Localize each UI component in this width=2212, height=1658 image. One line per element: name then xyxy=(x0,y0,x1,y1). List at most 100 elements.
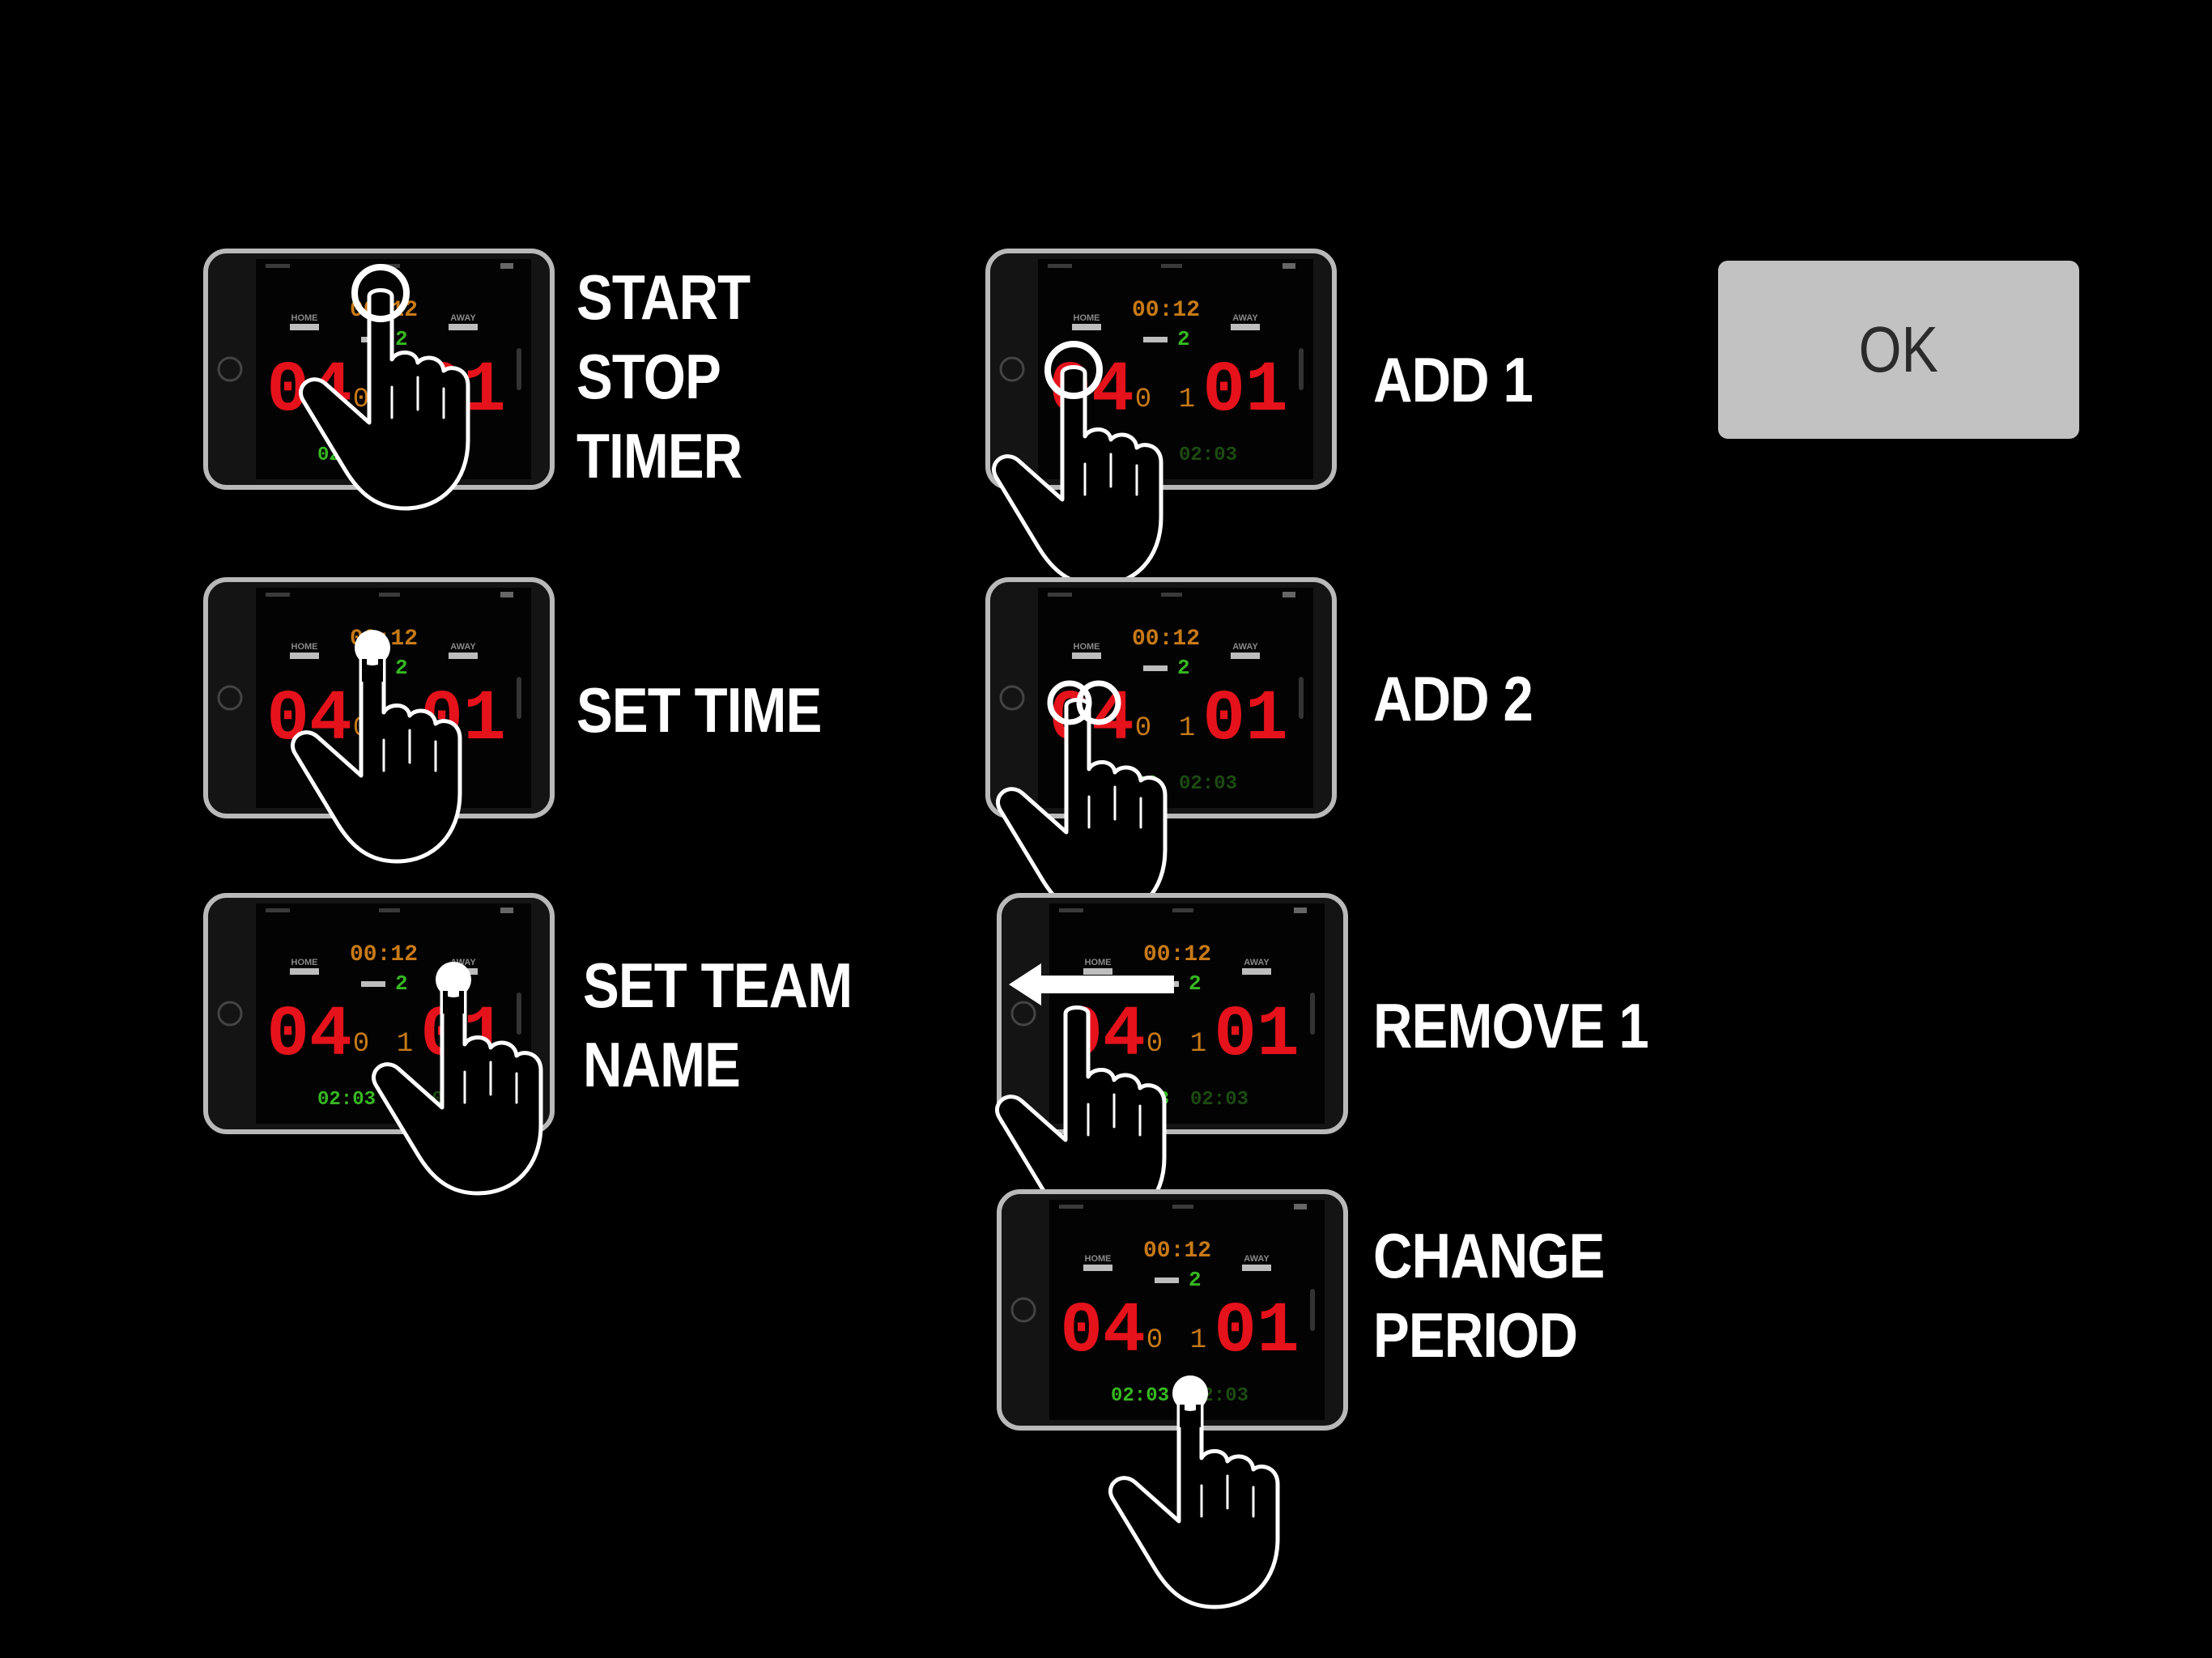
label-line: ADD 2 xyxy=(1373,663,1534,734)
home-button-icon xyxy=(217,1001,243,1027)
home-tag xyxy=(290,968,319,975)
battery-icon xyxy=(500,592,513,597)
hand-shape xyxy=(995,1005,1167,1228)
away-label: AWAY xyxy=(1232,642,1258,652)
finger-outline xyxy=(362,659,383,682)
label-line: REMOVE 1 xyxy=(1373,990,1649,1061)
status-clock xyxy=(1161,264,1182,268)
home-fouls: 0 xyxy=(1135,385,1151,415)
label-line: TIMER xyxy=(576,420,742,491)
finger-seams xyxy=(382,729,437,772)
away-tag xyxy=(1231,653,1260,659)
label-set-time: SET TIME xyxy=(576,670,822,750)
status-clock xyxy=(1161,593,1182,597)
battery-icon xyxy=(500,908,513,913)
label-line: ADD 1 xyxy=(1373,344,1534,415)
away-score: 01 xyxy=(1202,351,1288,432)
away-tag xyxy=(449,324,478,330)
period-display: 2 xyxy=(1177,327,1190,351)
battery-icon xyxy=(1294,1204,1307,1209)
speaker-grille xyxy=(1299,677,1304,719)
home-tag xyxy=(290,653,319,659)
touch-point-icon xyxy=(1172,1375,1208,1411)
label-start-stop-timer: START STOP TIMER xyxy=(576,257,751,495)
away-fouls: 1 xyxy=(1190,1029,1206,1060)
finger-outline xyxy=(1180,1405,1201,1427)
status-clock xyxy=(1172,908,1193,912)
label-line: SET TIME xyxy=(576,674,822,746)
home-fouls: 0 xyxy=(1146,1029,1163,1060)
timer-display: 00:12 xyxy=(1132,298,1200,323)
ok-button-label: OK xyxy=(1858,313,1939,385)
touch-point-icon xyxy=(436,962,471,997)
label-add-2: ADD 2 xyxy=(1373,659,1534,738)
home-label: HOME xyxy=(1074,642,1100,652)
label-line: NAME xyxy=(583,1029,741,1100)
period-tag xyxy=(1143,337,1168,342)
tap-ring-icon xyxy=(1076,680,1121,725)
battery-icon xyxy=(500,263,513,269)
shot-clock-right: 02:03 xyxy=(1179,444,1237,466)
shot-clock-right: 02:03 xyxy=(1179,773,1237,795)
away-fouls: 1 xyxy=(1190,1325,1206,1356)
status-clock xyxy=(379,908,400,912)
tap-ring-icon xyxy=(1047,680,1092,725)
home-button-icon xyxy=(217,356,243,382)
pointing-hand-icon xyxy=(995,963,1174,1228)
swipe-left-arrow-icon xyxy=(1009,963,1041,1005)
home-tag xyxy=(290,324,319,330)
away-tag xyxy=(1242,968,1271,975)
timer-display: 00:12 xyxy=(1143,1239,1211,1264)
home-label: HOME xyxy=(1074,313,1100,323)
away-fouls: 1 xyxy=(397,1029,413,1060)
period-tag xyxy=(361,981,385,987)
speaker-grille xyxy=(1299,348,1304,390)
finger-seams xyxy=(1087,1093,1142,1137)
finger-seams xyxy=(1083,453,1138,496)
away-label: AWAY xyxy=(1244,1254,1270,1264)
timer-display: 00:12 xyxy=(1143,942,1211,967)
home-tag xyxy=(1072,653,1101,659)
away-tag xyxy=(1242,1265,1271,1271)
home-fouls: 0 xyxy=(1135,713,1151,744)
status-carrier xyxy=(266,908,290,912)
finger-seams xyxy=(463,1061,518,1104)
ok-button[interactable]: OK xyxy=(1718,261,2079,439)
away-score: 01 xyxy=(1202,680,1288,760)
label-change-period: CHANGE PERIOD xyxy=(1373,1216,1605,1375)
period-tag xyxy=(1143,665,1168,671)
hand-shape xyxy=(291,641,462,864)
label-line: CHANGE xyxy=(1373,1220,1605,1291)
speaker-grille xyxy=(517,348,521,390)
timer-display: 00:12 xyxy=(350,942,418,967)
away-label: AWAY xyxy=(450,313,476,323)
hand-shape xyxy=(1108,1387,1280,1609)
home-label: HOME xyxy=(291,642,318,652)
battery-icon xyxy=(1294,908,1307,913)
speaker-grille xyxy=(1310,1289,1315,1331)
status-carrier xyxy=(1059,908,1083,912)
hand-shape xyxy=(372,973,543,1196)
away-label: AWAY xyxy=(1232,313,1258,323)
period-tag xyxy=(1155,1278,1179,1283)
pointing-hand-icon xyxy=(291,630,462,864)
home-tag xyxy=(1072,324,1101,330)
away-fouls: 1 xyxy=(1179,385,1195,415)
home-button-icon xyxy=(1010,1001,1036,1027)
away-tag xyxy=(1231,324,1260,330)
home-label: HOME xyxy=(291,313,318,323)
pointing-hand-icon xyxy=(1108,1375,1280,1609)
tap-ring-icon xyxy=(351,264,410,322)
pointing-hand-icon xyxy=(992,341,1163,588)
